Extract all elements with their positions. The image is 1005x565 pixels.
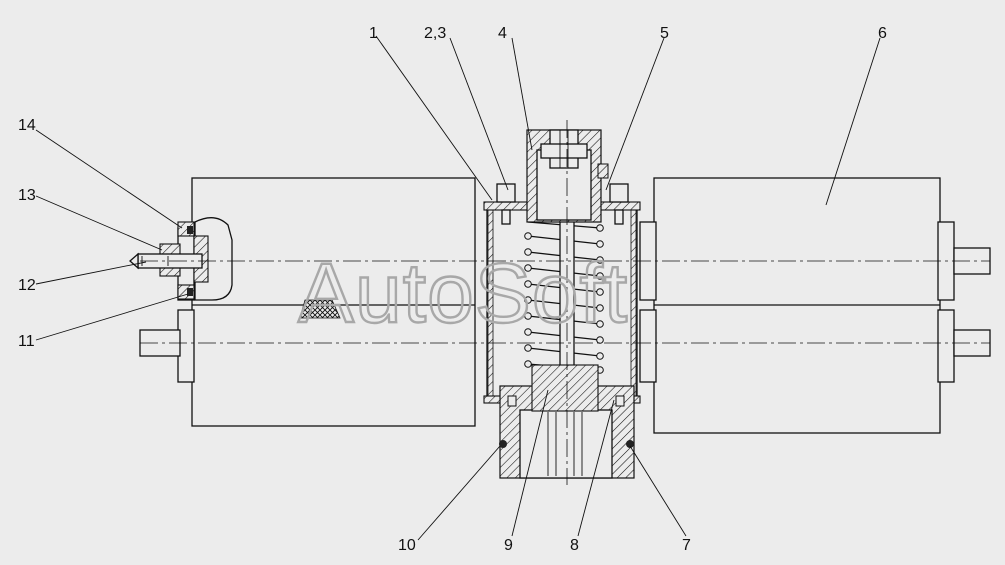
callout-14: 14: [18, 117, 36, 134]
leader-lines: [35, 35, 881, 541]
center-lines: [140, 120, 990, 485]
callout-1: 1: [369, 25, 378, 42]
callout-7: 7: [682, 537, 691, 554]
callout-13: 13: [18, 187, 36, 204]
cross-hatch-mark: [299, 299, 341, 319]
callout-9: 9: [504, 537, 513, 554]
callout-4: 4: [498, 25, 507, 42]
right-housing: [639, 177, 991, 434]
left-housing: [139, 177, 476, 427]
top-cap: [526, 129, 609, 223]
callouts: 1 2,3 4 5 6 7 8 9 10 11 12 13 14: [18, 25, 887, 554]
callout-6: 6: [878, 25, 887, 42]
callout-11: 11: [18, 333, 35, 350]
callout-5: 5: [660, 25, 669, 42]
callout-12: 12: [18, 277, 36, 294]
callout-2-3: 2,3: [424, 25, 446, 42]
watermark-text: AutoSoft: [298, 246, 628, 340]
callout-8: 8: [570, 537, 579, 554]
callout-10: 10: [398, 537, 416, 554]
